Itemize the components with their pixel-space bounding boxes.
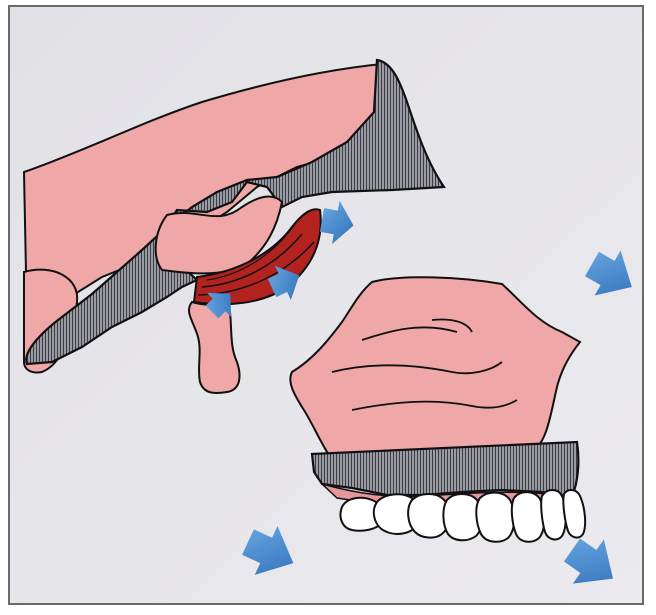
tooth-5 xyxy=(476,493,514,542)
tooth-6 xyxy=(512,492,545,542)
denture-illustration xyxy=(10,7,642,603)
illustration-frame xyxy=(8,5,644,605)
tooth-7 xyxy=(541,490,566,539)
